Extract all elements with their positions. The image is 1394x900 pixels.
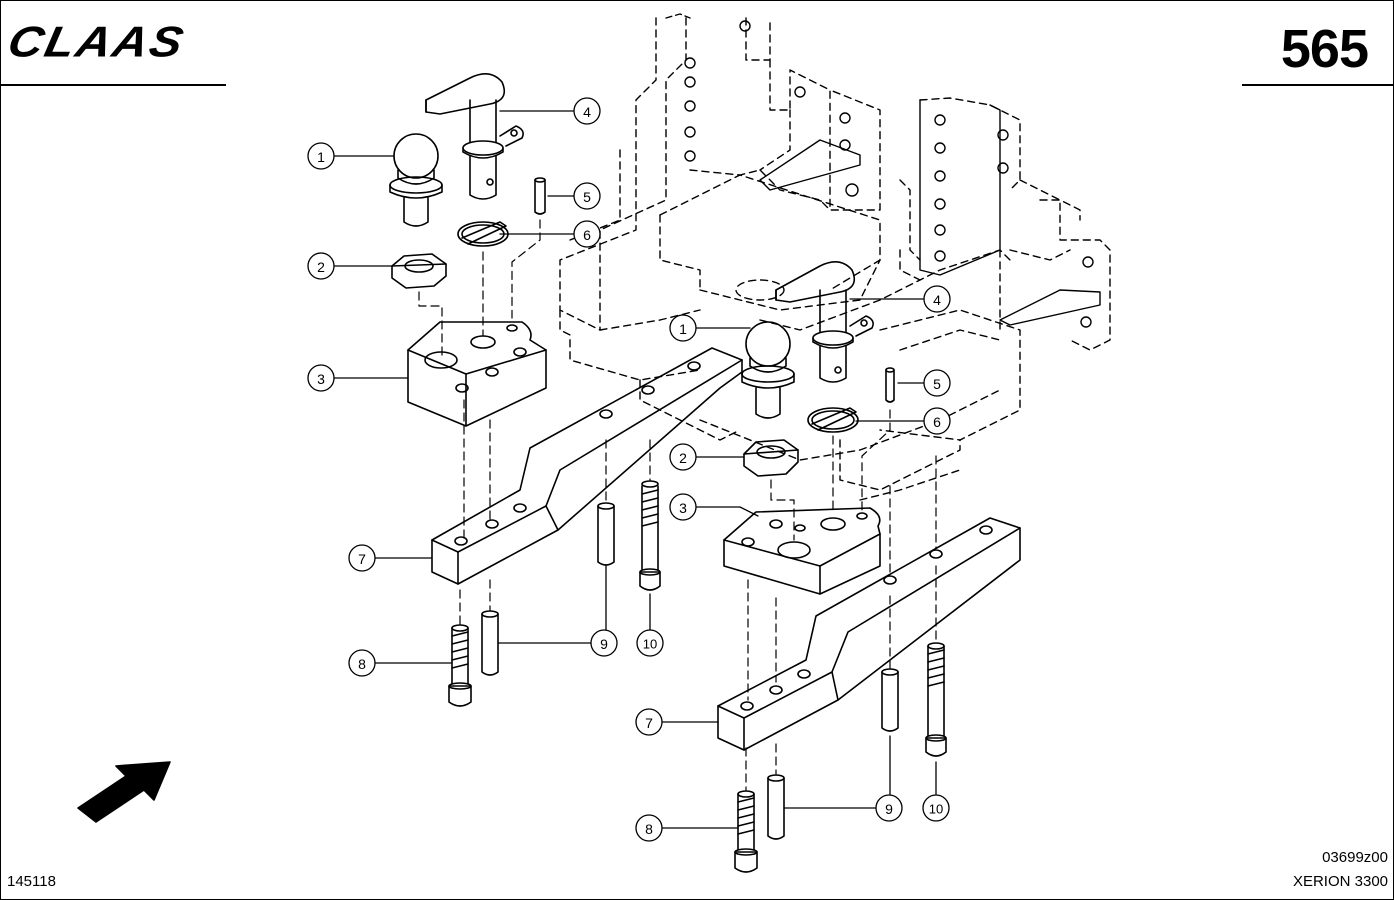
- sheet-id: 145118: [7, 873, 56, 890]
- callout-left-3: 3: [317, 371, 325, 387]
- callout-left-10: 10: [643, 637, 657, 652]
- callout-left-4: 4: [583, 104, 591, 120]
- right-part-10-cap-screw: [925, 642, 947, 757]
- callout-right-1: 1: [679, 321, 687, 337]
- model-name: XERION 3300: [1292, 873, 1388, 890]
- left-part-5-roll-pin: [534, 177, 546, 215]
- callouts-left: [307, 97, 664, 677]
- left-part-1-ball-hitch: [389, 133, 443, 227]
- callout-right-3: 3: [679, 500, 687, 516]
- callout-left-9: 9: [600, 636, 608, 652]
- left-part-9-dowel-pin-upper: [597, 502, 615, 566]
- callout-right-2: 2: [679, 450, 687, 466]
- left-part-9-dowel-pin-lower: [481, 610, 499, 676]
- right-part-9-dowel-pin-upper: [881, 668, 899, 732]
- left-part-7-drawbar: [431, 347, 743, 585]
- right-part-4-locking-pin: [775, 261, 874, 383]
- callout-right-6: 6: [933, 414, 941, 430]
- header-rule-right: [1242, 84, 1394, 86]
- callout-left-1: 1: [317, 149, 325, 165]
- callout-right-8: 8: [645, 821, 653, 837]
- right-part-6-spring-clip: [807, 407, 859, 433]
- leader-lines: [333, 110, 937, 829]
- header-rule-left: [0, 84, 226, 86]
- callout-left-5: 5: [583, 189, 591, 205]
- callout-left-7: 7: [358, 551, 366, 567]
- right-part-3-adapter-plate: [723, 507, 881, 595]
- right-part-7-drawbar: [717, 517, 1021, 751]
- drawing-id: 03699z00: [1322, 849, 1388, 866]
- right-part-8-cap-screw: [734, 790, 758, 873]
- callout-right-10: 10: [929, 802, 943, 817]
- arrow-direction-icon: [77, 761, 171, 823]
- page-number: 565: [1280, 19, 1369, 79]
- left-part-2-hex-nut: [391, 253, 447, 289]
- frame-plate-right: [919, 99, 1101, 328]
- callout-right-7: 7: [645, 715, 653, 731]
- left-part-3-adapter-plate: [407, 321, 547, 427]
- callout-left-8: 8: [358, 656, 366, 672]
- callout-right-5: 5: [933, 376, 941, 392]
- right-part-2-hex-nut: [743, 439, 799, 477]
- callouts-right: [635, 285, 951, 842]
- callout-right-4: 4: [933, 292, 941, 308]
- right-part-9-dowel-pin-lower: [767, 774, 785, 840]
- callout-right-9: 9: [885, 801, 893, 817]
- right-part-1-ball-hitch: [741, 321, 795, 419]
- left-alignment-lines: [418, 219, 651, 626]
- right-part-5-roll-pin: [885, 367, 895, 403]
- left-part-4-locking-pin: [425, 73, 524, 200]
- frame-plate-left: [665, 13, 861, 197]
- right-alignment-lines: [745, 409, 937, 791]
- left-part-8-cap-screw: [448, 624, 472, 707]
- left-part-10-cap-screw: [639, 480, 661, 591]
- callout-left-6: 6: [583, 227, 591, 243]
- frame-structure-dashed: [559, 17, 1111, 501]
- callout-left-2: 2: [317, 259, 325, 275]
